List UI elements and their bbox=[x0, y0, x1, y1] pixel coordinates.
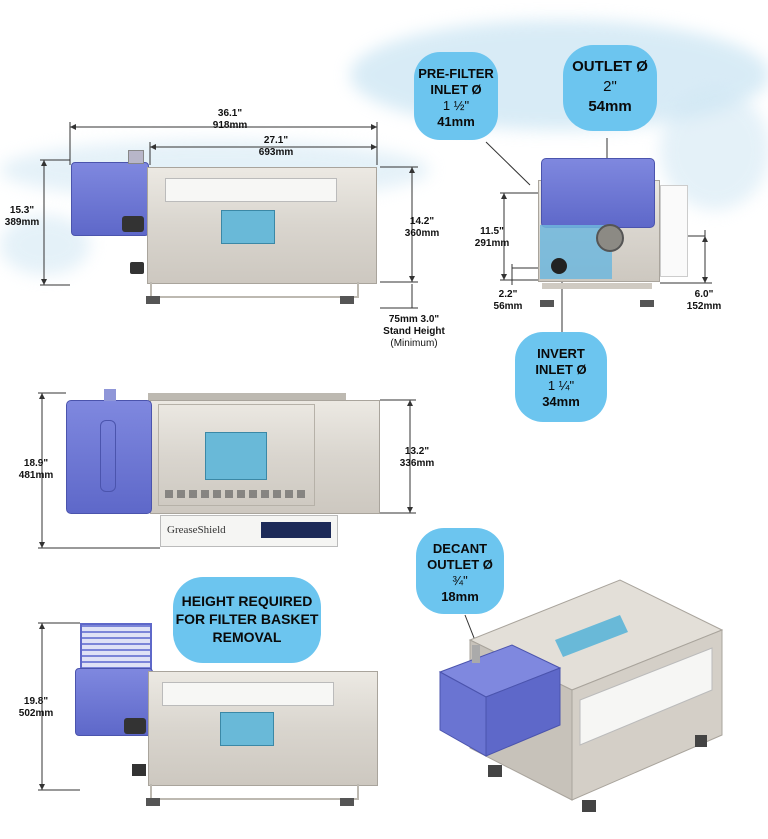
invert-inlet-callout: INVERT INLET Ø 1 ¼" 34mm bbox=[515, 332, 607, 422]
top-inlet-pipe bbox=[104, 389, 116, 401]
side-lid-window bbox=[165, 178, 337, 202]
iso-filter-side bbox=[439, 671, 487, 757]
end-invert-pipe bbox=[551, 258, 567, 274]
basket-outlet-fitting bbox=[124, 718, 146, 734]
top-decant-cover: GreaseShield bbox=[160, 515, 338, 547]
basket-foot-left bbox=[146, 798, 160, 806]
iso-decant-cover bbox=[579, 647, 713, 746]
decant-outlet-callout: DECANT OUTLET Ø ¾" 18mm bbox=[416, 528, 504, 614]
dim-overall-width: 18.9"481mm bbox=[18, 458, 54, 481]
top-filter-handle bbox=[100, 420, 116, 492]
side-drain-fitting bbox=[130, 262, 144, 274]
iso-decant-pipe bbox=[472, 645, 480, 663]
dim-outlet-offset: 6.0"152mm bbox=[686, 289, 722, 312]
side-info-label bbox=[221, 210, 275, 244]
dim-overall-height: 15.3"389mm bbox=[4, 205, 40, 228]
iso-info-label bbox=[555, 615, 628, 657]
iso-foot-1 bbox=[488, 765, 502, 777]
dim-body-length: 27.1"693mm bbox=[258, 135, 294, 158]
basket-info-label bbox=[220, 712, 274, 746]
end-outlet-pipe bbox=[596, 224, 624, 252]
top-info-label bbox=[205, 432, 267, 480]
top-rail bbox=[148, 393, 346, 401]
top-warning-label bbox=[261, 522, 331, 538]
iso-foot-2 bbox=[582, 800, 596, 812]
side-foot-right bbox=[340, 296, 354, 304]
top-vent bbox=[165, 490, 305, 498]
dim-body-width: 13.2"336mm bbox=[399, 446, 435, 469]
basket-lid-window bbox=[162, 682, 334, 706]
side-inlet-pipe bbox=[128, 150, 144, 164]
top-filter-housing bbox=[66, 400, 152, 514]
dim-overall-length: 36.1"918mm bbox=[212, 108, 248, 131]
brand-logo-text: GreaseShield bbox=[167, 524, 226, 536]
dim-body-height: 14.2"360mm bbox=[404, 216, 440, 239]
side-stand bbox=[150, 282, 359, 298]
end-foot-left bbox=[540, 300, 554, 307]
end-foot-right bbox=[640, 300, 654, 307]
basket-foot-right bbox=[340, 798, 354, 806]
dim-basket-height: 19.8"502mm bbox=[18, 696, 54, 719]
side-foot-left bbox=[146, 296, 160, 304]
side-outlet-fitting bbox=[122, 216, 144, 232]
basket-removal-callout: HEIGHT REQUIRED FOR FILTER BASKET REMOVA… bbox=[173, 577, 321, 663]
outlet-callout: OUTLET Ø 2" 54mm bbox=[563, 45, 657, 131]
pre-filter-inlet-callout: PRE-FILTER INLET Ø 1 ½" 41mm bbox=[414, 52, 498, 140]
dim-invert-offset: 2.2"56mm bbox=[493, 289, 523, 312]
end-stand bbox=[542, 283, 652, 289]
basket-drain-fitting bbox=[132, 764, 146, 776]
dim-outlet-height: 11.5"291mm bbox=[474, 226, 510, 249]
dim-stand-height: 75mm 3.0" Stand Height (Minimum) bbox=[383, 314, 445, 349]
iso-foot-3 bbox=[695, 735, 707, 747]
end-decant-cover bbox=[660, 185, 688, 277]
basket-stand bbox=[150, 784, 359, 800]
top-lid bbox=[158, 404, 315, 506]
